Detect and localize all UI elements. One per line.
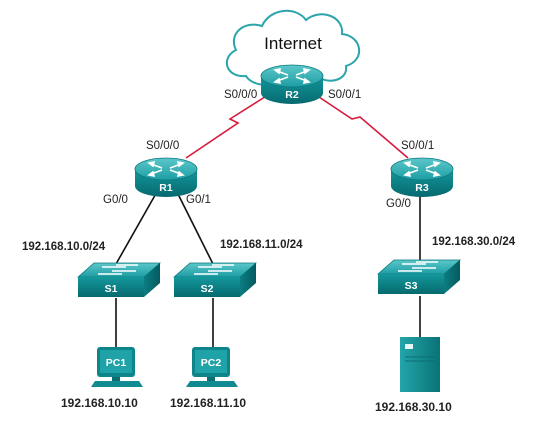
host-ip-labels: 192.168.10.10 192.168.11.10 192.168.30.1… [61, 396, 452, 414]
r3-g00-label: G0/0 [386, 198, 411, 210]
r2-s001-label: S0/0/1 [328, 89, 361, 101]
pc-pc1[interactable]: PC1 [91, 347, 143, 387]
switch-s1[interactable]: S1 [76, 262, 162, 297]
router-r3-label: R3 [415, 182, 429, 194]
keyboard [186, 381, 238, 387]
switch-s3[interactable]: S3 [376, 259, 462, 294]
r1-g00-label: G0/0 [103, 194, 128, 206]
r1-s000-label: S0/0/0 [146, 140, 179, 152]
switch-side [444, 260, 460, 294]
switch-front [378, 274, 444, 294]
r2-s000-label: S0/0/0 [224, 89, 257, 101]
switch-side [240, 263, 256, 297]
monitor-screen [195, 350, 227, 373]
keyboard [91, 381, 143, 387]
router-arrows-icon [273, 67, 311, 85]
switch-arrows-icon [398, 261, 438, 272]
router-r1[interactable]: R1 [134, 157, 198, 197]
serial-link-r2-r1 [185, 94, 269, 159]
switch-arrows-icon [194, 264, 234, 275]
pc1-ip-label: 192.168.10.10 [61, 396, 138, 410]
ethernet-link-r1-s1 [115, 189, 159, 265]
monitor-stand [207, 377, 215, 381]
switch-s2[interactable]: S2 [172, 262, 258, 297]
monitor-screen [100, 350, 132, 373]
router-r3[interactable]: R3 [390, 157, 454, 197]
pc1-label: PC1 [106, 357, 127, 369]
pc2-ip-label: 192.168.11.10 [170, 396, 246, 410]
pc2-label: PC2 [201, 357, 222, 369]
pc-pc2[interactable]: PC2 [186, 347, 238, 387]
monitor-stand [112, 377, 120, 381]
r3-s001-label: S0/0/1 [401, 140, 434, 152]
switch-s2-label: S2 [201, 283, 214, 295]
interface-labels: S0/0/0 S0/0/1 S0/0/0 S0/0/1 G0/0 G0/1 G0… [103, 89, 434, 210]
switch-front [78, 277, 144, 297]
router-r1-label: R1 [159, 182, 173, 194]
cloud-label: Internet [264, 34, 322, 53]
serial-link-r2-r3 [315, 94, 409, 159]
router-top [134, 157, 198, 181]
router-top [260, 64, 324, 88]
switch-s1-label: S1 [105, 283, 118, 295]
ethernet-link-r1-s2 [175, 189, 214, 265]
switch-side [144, 263, 160, 297]
switch-arrows-icon [98, 264, 138, 275]
router-arrows-icon [147, 160, 185, 178]
r1-g01-label: G0/1 [186, 194, 211, 206]
server-icon[interactable] [400, 337, 440, 392]
lan3-label: 192.168.30.0/24 [432, 236, 516, 248]
lan2-label: 192.168.11.0/24 [220, 239, 303, 251]
router-top [390, 157, 454, 181]
lan1-label: 192.168.10.0/24 [22, 241, 106, 253]
network-labels: 192.168.10.0/24 192.168.11.0/24 192.168.… [22, 236, 516, 253]
router-r2-label: R2 [285, 89, 299, 101]
switch-s3-label: S3 [405, 280, 418, 292]
server-ip-label: 192.168.30.10 [375, 400, 452, 414]
links [115, 94, 421, 350]
router-r2[interactable]: R2 [260, 64, 324, 104]
switch-front [174, 277, 240, 297]
server-panel [405, 344, 413, 349]
router-arrows-icon [403, 160, 441, 178]
